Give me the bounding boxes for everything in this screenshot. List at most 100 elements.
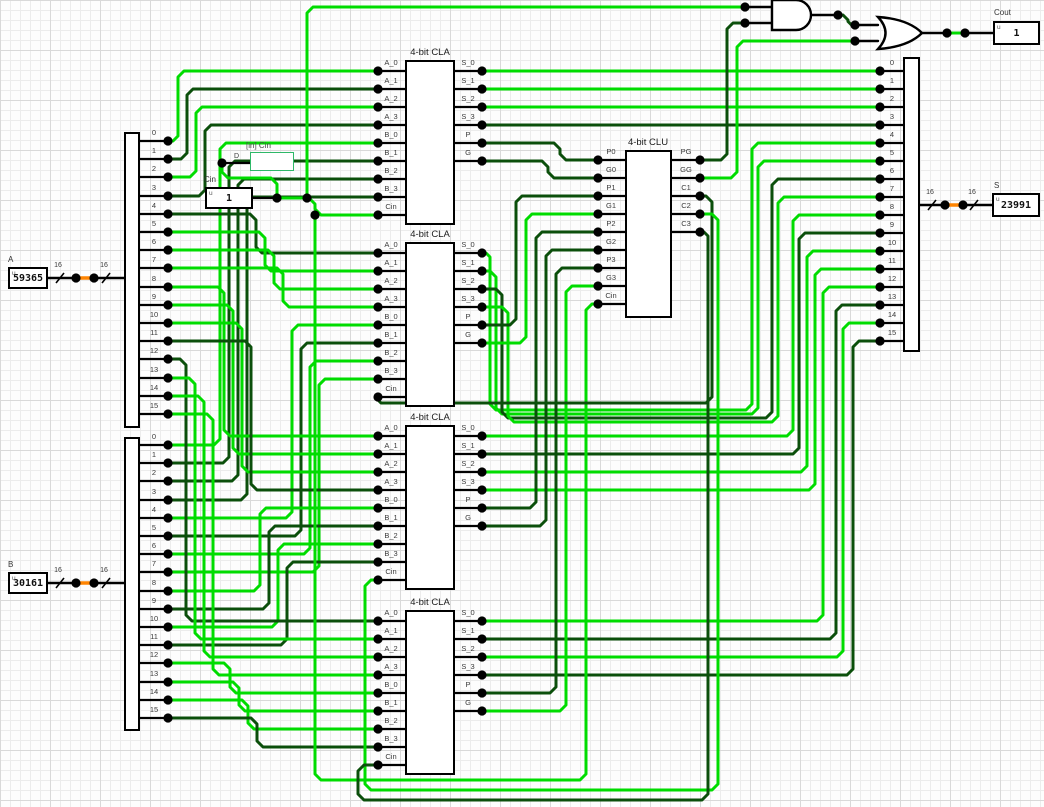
wire-junction xyxy=(373,302,383,312)
wire[interactable] xyxy=(166,359,380,556)
cin-tunnel[interactable] xyxy=(250,152,294,171)
wire[interactable] xyxy=(166,376,380,641)
text-label: S_0 xyxy=(461,608,475,617)
wire[interactable] xyxy=(166,105,380,179)
wire[interactable] xyxy=(166,285,380,438)
wire[interactable] xyxy=(480,284,600,713)
text-label: B_3 xyxy=(384,549,398,558)
wire[interactable] xyxy=(480,248,600,528)
wire[interactable] xyxy=(480,141,882,412)
wire[interactable] xyxy=(166,303,380,456)
pin-b[interactable]: u 30161 xyxy=(8,572,48,594)
wire[interactable] xyxy=(166,716,380,749)
wire[interactable] xyxy=(480,230,600,510)
wire[interactable] xyxy=(480,266,600,695)
wire[interactable] xyxy=(480,194,600,327)
wire[interactable] xyxy=(480,267,882,492)
text-label: G xyxy=(465,698,471,707)
wire[interactable] xyxy=(480,159,882,416)
wire[interactable] xyxy=(166,680,380,713)
wire[interactable] xyxy=(166,412,380,677)
wire[interactable] xyxy=(166,542,380,629)
combiner-s[interactable] xyxy=(903,57,920,352)
pin-a[interactable]: u 59365 xyxy=(8,267,48,289)
text-label: 2 xyxy=(889,94,895,103)
wire-junction xyxy=(373,688,383,698)
cla-block-1[interactable] xyxy=(405,60,455,225)
wire[interactable] xyxy=(166,698,380,731)
wire[interactable] xyxy=(480,213,882,438)
splitter-b[interactable] xyxy=(124,437,140,731)
cla-block-2[interactable] xyxy=(405,242,455,407)
wire[interactable] xyxy=(275,196,380,217)
wire[interactable] xyxy=(220,161,279,200)
splitter-a[interactable] xyxy=(124,132,140,428)
wire-junction xyxy=(302,193,312,203)
wire[interactable] xyxy=(166,87,380,161)
wire[interactable] xyxy=(480,339,882,677)
pin-cin[interactable]: u 1 xyxy=(205,187,253,209)
text-label: 8 xyxy=(889,202,895,211)
wire[interactable] xyxy=(166,341,380,538)
text-label: 13 xyxy=(149,669,159,678)
wire[interactable] xyxy=(480,249,882,474)
wire[interactable] xyxy=(166,394,380,659)
wire-junction xyxy=(850,20,860,30)
wire[interactable] xyxy=(166,321,380,474)
wire-junction xyxy=(71,273,81,283)
wire[interactable] xyxy=(313,213,600,782)
wire[interactable] xyxy=(166,524,380,611)
wire[interactable] xyxy=(166,266,380,309)
wire[interactable] xyxy=(363,212,720,792)
wire[interactable] xyxy=(480,285,882,623)
cla-block-3[interactable] xyxy=(405,425,455,590)
wire[interactable] xyxy=(166,377,380,574)
wire[interactable] xyxy=(480,321,882,659)
wire[interactable] xyxy=(166,661,380,695)
wire[interactable] xyxy=(166,141,380,447)
text-label: C3 xyxy=(681,219,691,228)
wire-junction xyxy=(593,263,603,273)
text-label: A_3 xyxy=(384,477,398,486)
wire[interactable] xyxy=(698,21,747,162)
wire[interactable] xyxy=(480,231,882,456)
text-label: B_1 xyxy=(384,330,398,339)
pin-cout[interactable]: u 1 xyxy=(993,21,1040,45)
text-label: S_2 xyxy=(461,459,475,468)
and-gate[interactable] xyxy=(770,0,813,32)
wire-junction xyxy=(940,200,950,210)
wire[interactable] xyxy=(166,560,380,647)
wire[interactable] xyxy=(166,339,380,492)
wire[interactable] xyxy=(480,177,882,420)
pin-cout-radix: u xyxy=(997,24,1001,31)
pin-s[interactable]: u 23991 xyxy=(992,193,1040,217)
wire[interactable] xyxy=(356,230,710,802)
wire[interactable] xyxy=(166,506,380,593)
pin-cout-label: Cout xyxy=(994,8,1011,17)
cla-block-4[interactable] xyxy=(405,610,455,775)
clu-block[interactable] xyxy=(625,150,672,318)
wire-junction xyxy=(875,174,885,184)
wire-junction xyxy=(875,282,885,292)
wire[interactable] xyxy=(166,357,380,623)
wire[interactable] xyxy=(166,123,380,198)
wire[interactable] xyxy=(305,5,747,200)
wire[interactable] xyxy=(480,159,600,180)
wire-junction xyxy=(373,706,383,716)
text-label: P xyxy=(465,130,471,139)
text-label: 4 xyxy=(889,130,895,139)
wire-junction xyxy=(875,84,885,94)
wire[interactable] xyxy=(166,323,380,520)
wire[interactable] xyxy=(480,195,882,424)
or-gate[interactable] xyxy=(875,15,924,51)
text-label: 15 xyxy=(887,328,897,337)
wire-junction xyxy=(373,670,383,680)
wire[interactable] xyxy=(480,212,600,345)
wire[interactable] xyxy=(698,39,857,180)
wire[interactable] xyxy=(166,159,380,465)
wire[interactable] xyxy=(480,303,882,641)
wire-junction xyxy=(163,318,173,328)
wire[interactable] xyxy=(480,141,600,162)
